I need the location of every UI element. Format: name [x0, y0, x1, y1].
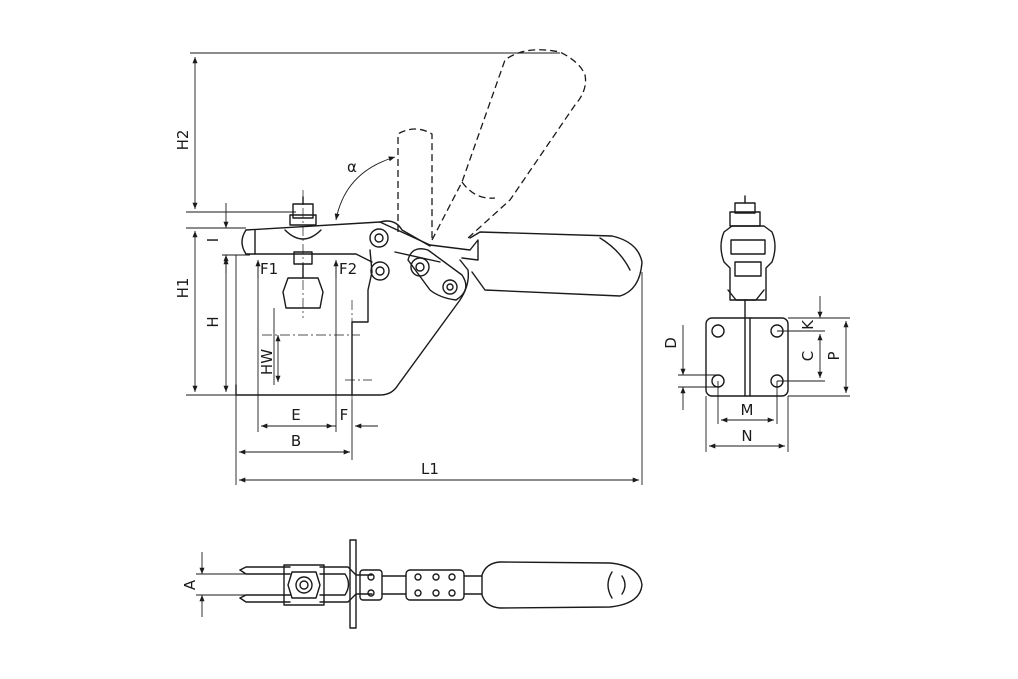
label-c: C [799, 351, 817, 361]
label-f1: F1 [260, 260, 278, 278]
label-a: A [181, 579, 199, 590]
label-m: M [741, 401, 754, 419]
top-view: A [181, 539, 643, 629]
label-hw: HW [258, 349, 276, 375]
top-nut [283, 564, 325, 606]
label-l1: L1 [421, 460, 439, 478]
label-n: N [741, 427, 752, 445]
label-f: F [340, 406, 349, 424]
label-e: E [291, 406, 300, 424]
label-h1: H1 [174, 278, 192, 299]
label-b: B [291, 432, 301, 450]
label-h2: H2 [174, 130, 192, 151]
label-d: D [662, 337, 680, 349]
base-plate [705, 317, 789, 397]
label-h: H [204, 316, 222, 327]
handle-open-position [397, 49, 587, 241]
side-view: H2 H1 H I HW F1 F2 E F B L1 α [174, 49, 643, 485]
label-i: I [204, 238, 222, 242]
front-view: D K C P M N [662, 195, 850, 452]
link-lever [369, 228, 467, 301]
label-k: K [799, 319, 817, 330]
top-links [359, 569, 483, 601]
label-p: P [825, 351, 843, 360]
clamp-arm [241, 220, 479, 263]
front-mechanism [720, 195, 776, 319]
label-alpha: α [347, 158, 357, 176]
handle-closed-position [469, 231, 643, 297]
top-handle [481, 561, 643, 609]
label-f2: F2 [339, 260, 357, 278]
